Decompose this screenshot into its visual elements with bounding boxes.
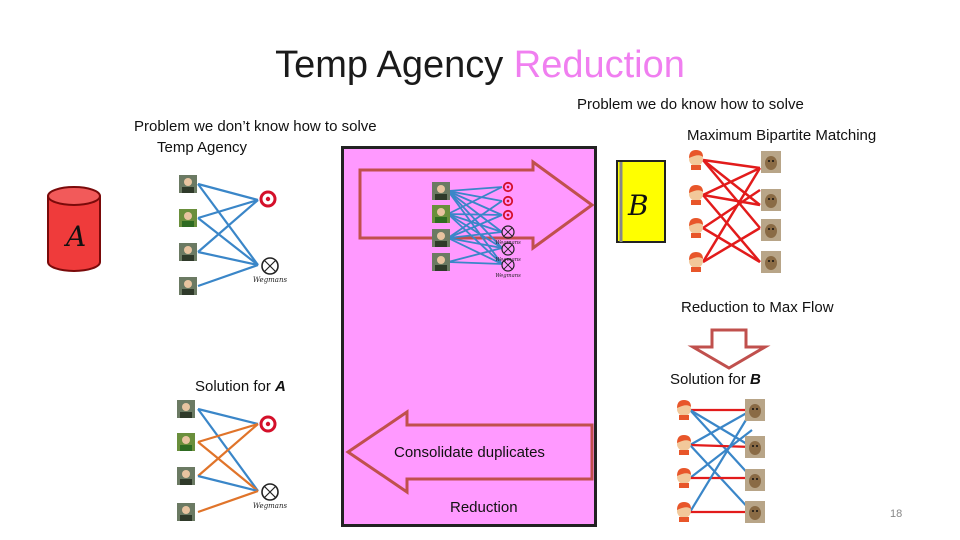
temp-agency-graph	[197, 182, 259, 288]
solution-for-b-label: Solution for B	[670, 371, 761, 388]
temp-agency-solution-graph	[197, 407, 259, 514]
dog-photo-icon	[745, 436, 765, 458]
dog-photo-icon	[745, 469, 765, 491]
left-heading: Problem we don’t know how to solve	[134, 118, 377, 135]
dog-photo-icon	[761, 189, 781, 211]
reduction-to-max-flow-label: Reduction to Max Flow	[681, 299, 834, 316]
down-arrow	[687, 328, 771, 370]
left-problem-name: Temp Agency	[157, 139, 248, 156]
person-photo-icon	[432, 229, 450, 247]
person-photo-icon	[179, 175, 197, 193]
problem-b-box	[616, 160, 666, 243]
target-logo-icon	[259, 415, 277, 433]
person-photo-icon	[179, 277, 197, 295]
person-cartoon-icon	[689, 218, 703, 238]
right-problem-name: Maximum Bipartite Matching	[687, 127, 877, 144]
dog-photo-icon	[745, 501, 765, 523]
transformed-graph	[447, 186, 503, 265]
person-cartoon-icon	[689, 252, 703, 272]
person-cartoon-icon	[677, 435, 691, 455]
title-main: Temp Agency	[275, 44, 514, 86]
target-logo-icon	[259, 190, 277, 208]
dog-photo-icon	[761, 151, 781, 173]
dog-photo-icon	[761, 219, 781, 241]
dog-photo-icon	[745, 399, 765, 421]
title-accent: Reduction	[513, 44, 685, 86]
person-cartoon-icon	[689, 185, 703, 205]
dog-photo-icon	[761, 251, 781, 273]
left-arrow	[345, 409, 594, 495]
solution-for-a-text: Solution for	[195, 378, 276, 395]
slide-title: Temp Agency Reduction	[0, 44, 960, 87]
person-photo-icon	[177, 433, 195, 451]
right-heading: Problem we do know how to solve	[577, 96, 804, 113]
page-number: 18	[890, 508, 903, 520]
wegmans-logo-icon	[252, 257, 289, 285]
solution-for-b-symbol: B	[750, 371, 761, 388]
problem-b-symbol: B	[627, 189, 649, 222]
reduction-label: Reduction	[450, 499, 518, 516]
solution-for-a-symbol: A	[275, 378, 286, 395]
person-photo-icon	[179, 243, 197, 261]
person-cartoon-icon	[677, 400, 691, 420]
person-photo-icon	[177, 400, 195, 418]
person-photo-icon	[179, 209, 197, 227]
problem-a-cylinder: A	[47, 186, 101, 272]
person-photo-icon	[177, 467, 195, 485]
solution-for-a-label: Solution for A	[195, 378, 286, 395]
problem-a-symbol: A	[63, 220, 86, 253]
person-photo-icon	[432, 253, 450, 271]
max-flow-solution-graph	[689, 408, 753, 514]
person-cartoon-icon	[677, 502, 691, 522]
wegmans-logo-icon	[252, 483, 289, 511]
matching-graph	[701, 158, 762, 264]
person-photo-icon	[432, 182, 450, 200]
right-arrow	[358, 159, 595, 251]
solution-for-b-text: Solution for	[670, 371, 751, 388]
consolidate-duplicates-label: Consolidate duplicates	[394, 444, 545, 461]
person-photo-icon	[177, 503, 195, 521]
person-cartoon-icon	[689, 150, 703, 170]
person-photo-icon	[432, 205, 450, 223]
person-cartoon-icon	[677, 468, 691, 488]
